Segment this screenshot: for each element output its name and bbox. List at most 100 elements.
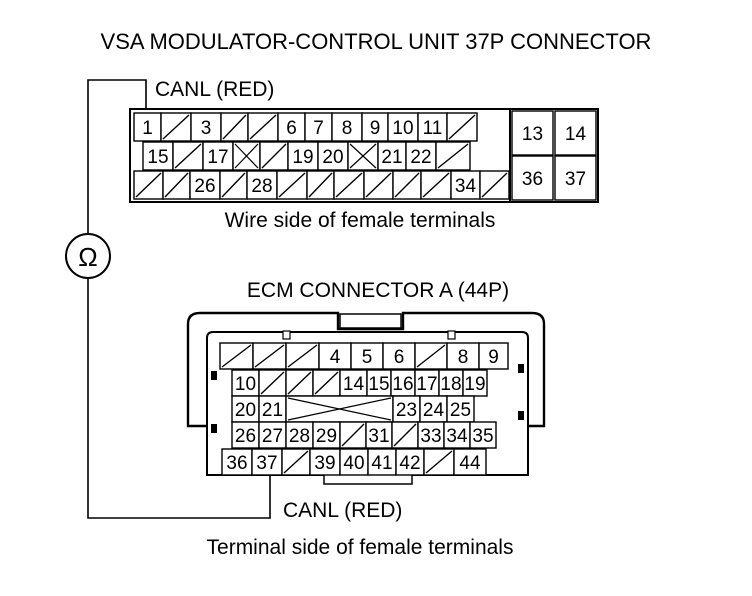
ecm-key-tab: [282, 330, 291, 340]
vsa-terminal-cell: [202, 141, 234, 171]
ecm-unused-terminal-slash: [287, 344, 318, 368]
vsa-unused-terminal-slash: [308, 172, 333, 198]
ecm-probe-label: CANL (RED): [283, 499, 402, 522]
ecm-terminal-number: 18: [440, 374, 461, 395]
ecm-terminal-cell: [312, 421, 341, 449]
vsa-terminal-number: 8: [342, 118, 353, 139]
vsa-unused-terminal-slash: [448, 114, 476, 140]
vsa-unused-terminal-slash: [174, 143, 202, 169]
vsa-unused-terminal-slash: [222, 114, 247, 140]
ecm-terminal-cell: [469, 421, 497, 449]
ecm-terminal-cell: [339, 369, 368, 397]
ecm-terminal-number: 39: [314, 453, 335, 474]
ecm-terminal-cell: [251, 448, 283, 476]
vsa-unused-terminal-slash: [365, 172, 392, 198]
vsa-terminal-cell: [361, 112, 389, 142]
vsa-unused-terminal-slash: [164, 172, 189, 198]
ecm-outer-shell: [186, 311, 546, 428]
ecm-terminal-number: 34: [446, 426, 468, 447]
ecm-bottom-tab: [323, 475, 413, 485]
ecm-terminal-number: 15: [368, 374, 389, 395]
ecm-unused-terminal-slash: [260, 371, 285, 395]
ecm-terminal-number: 17: [416, 374, 437, 395]
ecm-terminal-number: 27: [262, 426, 283, 447]
ecm-terminal-cell: [478, 342, 509, 370]
ecm-guide-mark: [518, 364, 524, 373]
vsa-terminal-number: 20: [322, 147, 343, 168]
vsa-unused-terminal-slash: [221, 172, 246, 198]
ecm-terminal-number: 6: [394, 347, 405, 368]
vsa-terminal-number: 34: [455, 176, 477, 197]
ecm-terminal-cell: [390, 369, 416, 397]
ecm-terminal-cell: [395, 448, 425, 476]
vsa-terminal-cell: [246, 170, 278, 200]
vsa-terminal-number: 1: [142, 118, 153, 139]
vsa-unused-terminal-slash: [335, 172, 363, 198]
ecm-terminal-number: 31: [368, 426, 389, 447]
vsa-terminal-number: 13: [522, 124, 543, 145]
vsa-terminal-number: 9: [370, 118, 381, 139]
vsa-terminal-number: 28: [251, 176, 272, 197]
ecm-terminal-cell: [453, 448, 487, 476]
diagram-title: VSA MODULATOR-CONTROL UNIT 37P CONNECTOR: [101, 29, 652, 54]
vsa-unused-terminal-slash: [437, 143, 469, 169]
vsa-terminal-cell: [277, 112, 306, 142]
ecm-terminal-cell: [366, 369, 392, 397]
ecm-terminal-number: 8: [458, 347, 469, 368]
ecm-terminal-cell: [382, 342, 416, 370]
ecm-terminal-number: 41: [371, 453, 392, 474]
ecm-unused-terminal-slash: [287, 371, 312, 395]
ecm-terminal-cell: [285, 421, 314, 449]
vsa-caption: Wire side of female terminals: [225, 209, 496, 232]
ecm-title: ECM CONNECTOR A (44P): [247, 279, 509, 302]
ecm-terminal-cell: [392, 395, 421, 423]
vsa-side-terminal-cell: [554, 110, 597, 156]
vsa-terminal-cell: [190, 112, 222, 142]
vsa-side-terminal-cell: [511, 110, 554, 156]
vsa-terminal-cell: [387, 112, 419, 142]
vsa-side-terminal-cell: [554, 155, 597, 201]
ecm-latch: [339, 313, 402, 329]
vsa-unused-terminal-slash: [422, 172, 450, 198]
ecm-terminal-number: 40: [343, 453, 364, 474]
ecm-blank-terminal-cross: [287, 397, 392, 421]
ecm-terminal-number: 4: [330, 347, 341, 368]
ecm-unused-terminal-slash: [393, 423, 417, 447]
ecm-terminal-cell: [419, 395, 448, 423]
vsa-terminal-number: 11: [423, 118, 443, 139]
vsa-terminal-number: 21: [381, 147, 402, 168]
ecm-caption: Terminal side of female terminals: [207, 536, 514, 559]
ecm-guide-mark: [518, 411, 524, 420]
ecm-unused-terminal-slash: [221, 344, 252, 368]
vsa-terminal-number: 3: [201, 118, 212, 139]
vsa-terminal-number: 10: [392, 118, 413, 139]
ecm-terminal-number: 37: [256, 453, 277, 474]
vsa-unused-terminal-slash: [135, 172, 162, 198]
vsa-blank-terminal-cross: [234, 143, 259, 169]
vsa-terminal-cell: [331, 112, 363, 142]
ecm-guide-mark: [211, 424, 217, 433]
ecm-terminal-number: 25: [450, 400, 471, 421]
vsa-unused-terminal-slash: [249, 114, 277, 140]
ecm-unused-terminal-slash: [254, 344, 285, 368]
vsa-terminal-number: 36: [522, 169, 543, 190]
vsa-side-terminal-cell: [511, 155, 554, 201]
vsa-terminal-cell: [377, 141, 407, 171]
ecm-terminal-number: 24: [423, 400, 445, 421]
ohmmeter-symbol: Ω: [65, 233, 111, 279]
ecm-terminal-cell: [365, 421, 393, 449]
vsa-unused-terminal-slash: [261, 143, 287, 169]
vsa-terminal-number: 26: [194, 176, 215, 197]
ecm-terminal-number: 35: [472, 426, 493, 447]
vsa-terminal-number: 14: [565, 124, 587, 145]
ecm-terminal-number: 26: [235, 426, 256, 447]
ecm-terminal-number: 9: [488, 347, 499, 368]
vsa-terminal-number: 15: [147, 147, 168, 168]
ecm-terminal-cell: [318, 342, 352, 370]
vsa-terminal-cell: [142, 141, 174, 171]
vsa-terminal-cell: [405, 141, 437, 171]
ecm-terminal-cell: [446, 342, 480, 370]
vsa-terminal-cell: [189, 170, 221, 200]
ecm-terminal-number: 33: [420, 426, 441, 447]
